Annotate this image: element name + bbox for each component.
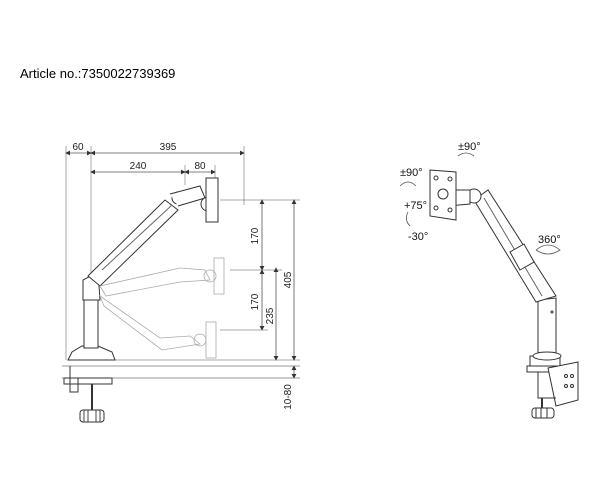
angle-rotate: 360° <box>538 234 561 246</box>
dim-60: 60 <box>72 142 84 153</box>
rotation-view-drawing: ±90° ±90° +75° -30° 360° <box>399 141 579 419</box>
angle-tilt-left: ±90° <box>400 167 423 179</box>
dim-395: 395 <box>160 142 177 153</box>
side-view-drawing: 60 395 240 80 170 170 235 405 10-80 <box>62 142 300 423</box>
dim-170-lower: 170 <box>250 293 261 310</box>
dim-235: 235 <box>265 307 276 324</box>
article-number: Article no.:7350022739369 <box>20 66 176 81</box>
dim-80: 80 <box>194 161 206 172</box>
dim-240: 240 <box>130 161 147 172</box>
angle-tilt-up: +75° <box>404 200 427 212</box>
dim-10-80: 10-80 <box>283 384 294 410</box>
dim-170-upper: 170 <box>250 227 261 244</box>
angle-tilt-top: ±90° <box>458 141 481 153</box>
vertical-dimension-lines <box>110 199 300 379</box>
dim-405: 405 <box>283 271 294 288</box>
angle-tilt-down: -30° <box>408 231 428 243</box>
top-dimension-lines <box>65 146 245 360</box>
